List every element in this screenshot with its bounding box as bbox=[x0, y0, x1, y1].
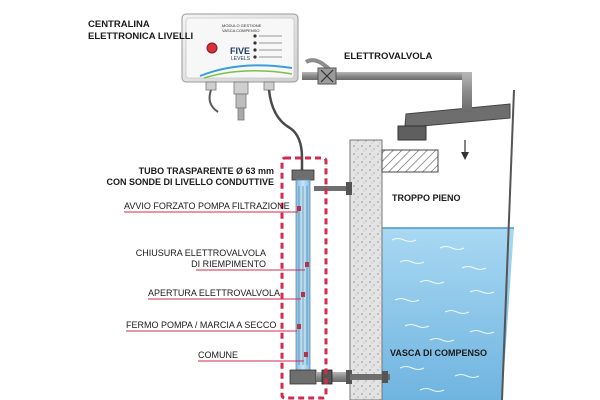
level-label-2-line1: CHIUSURA ELETTROVALVOLA bbox=[135, 248, 266, 258]
overflow-label: TROPPO PIENO bbox=[392, 193, 461, 203]
level-label-1: AVVIO FORZATO POMPA FILTRAZIONE bbox=[124, 201, 290, 211]
panel-text-1: MODULO GESTIONE bbox=[222, 23, 262, 28]
controller-box bbox=[181, 13, 299, 121]
valve-pipe bbox=[302, 58, 472, 112]
tank-label: VASCA DI COMPENSO bbox=[390, 348, 488, 358]
controller-title-line2: ELETTRONICA LIVELLI bbox=[88, 31, 194, 42]
overflow-slab bbox=[381, 149, 439, 173]
wall-brackets bbox=[314, 182, 390, 384]
controller-title-line1: CENTRALINA bbox=[88, 19, 150, 30]
tube-highlight-frame bbox=[280, 156, 328, 400]
tube-label-line1: TUBO TRASPARENTE Ø 63 mm bbox=[138, 166, 274, 176]
level-lines bbox=[124, 211, 305, 362]
brand-logo-subtext: LEVELS bbox=[231, 56, 250, 62]
inlet-pipe bbox=[397, 103, 511, 160]
level-label-4: FERMO POMPA / MARCIA A SECCO bbox=[126, 320, 277, 330]
brand-logo-text: FIVE bbox=[230, 46, 251, 56]
level-label-3: APERTURA ELETTROVALVOLA bbox=[148, 288, 281, 298]
concrete-wall bbox=[349, 139, 383, 400]
probe-cable bbox=[267, 89, 304, 170]
probe-tube bbox=[289, 169, 350, 385]
tube-label-line2: CON SONDE DI LIVELLO CONDUTTIVE bbox=[106, 177, 274, 187]
tank-right-wall bbox=[501, 89, 515, 400]
level-label-5: COMUNE bbox=[198, 350, 238, 360]
valve-label: ELETTROVALVOLA bbox=[344, 51, 433, 62]
tank-water bbox=[382, 227, 514, 400]
panel-text-2: VASCA COMPENSO bbox=[222, 28, 260, 33]
level-label-2-line2: DI RIEMPIMENTO bbox=[191, 259, 266, 269]
